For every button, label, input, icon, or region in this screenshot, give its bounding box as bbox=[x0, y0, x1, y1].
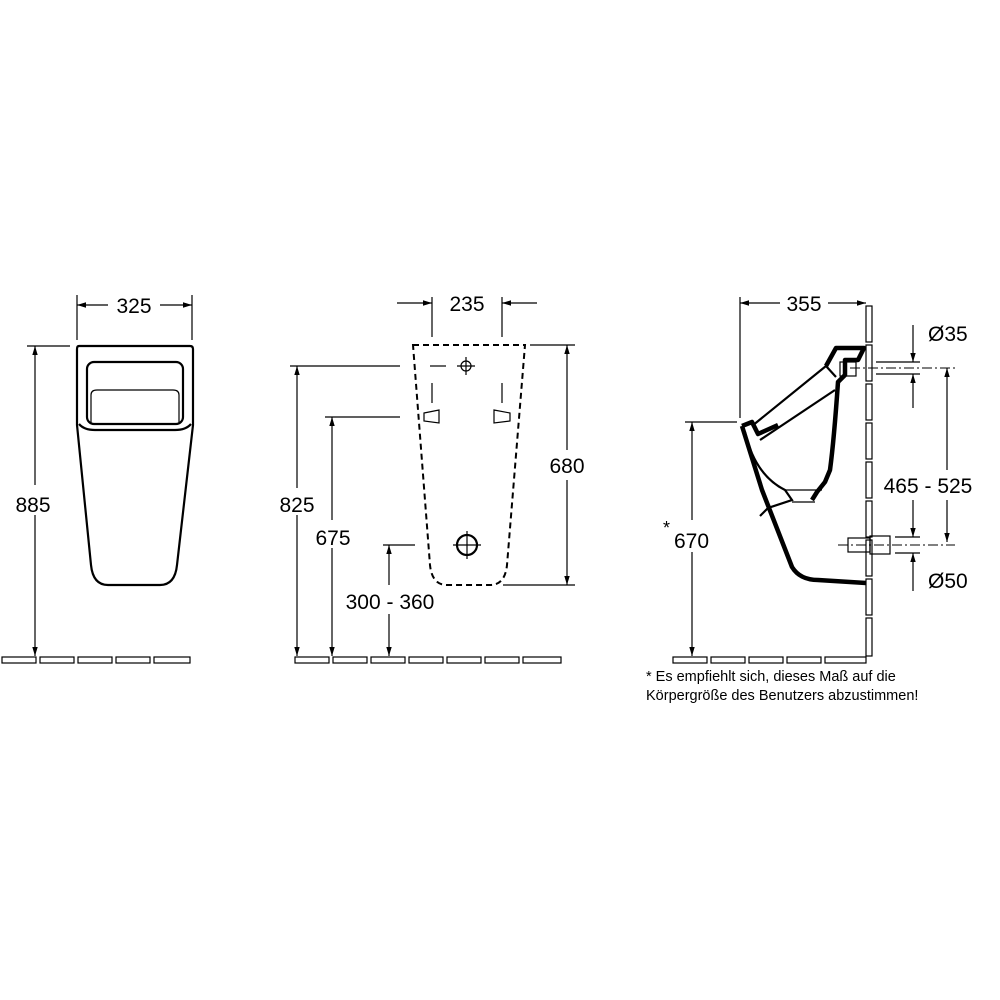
front-recess bbox=[85, 360, 185, 426]
wall-tiles bbox=[865, 305, 873, 657]
front-bowl-line bbox=[78, 423, 192, 432]
footnote-line-1: * Es empfiehlt sich, dieses Maß auf die bbox=[646, 669, 896, 685]
rear-outline-dashed bbox=[411, 344, 527, 586]
fixing-height-label: 675 bbox=[315, 527, 350, 550]
fixing-anchor-left-icon bbox=[423, 409, 440, 424]
front-shelf-line bbox=[90, 389, 180, 424]
inlet-height-label: 825 bbox=[279, 494, 314, 517]
front-width-label: 325 bbox=[116, 295, 151, 318]
rim-height-label: 670 bbox=[674, 530, 709, 553]
rear-height-label: 680 bbox=[549, 455, 584, 478]
fixing-anchor-right-icon bbox=[493, 409, 511, 424]
footnote-line-2: Körpergröße des Benutzers abzustimmen! bbox=[646, 688, 918, 704]
rear-view: 235 680 825 675 300 - 360 bbox=[279, 293, 585, 664]
outlet-diameter-label: Ø50 bbox=[928, 570, 968, 593]
depth-label: 355 bbox=[786, 293, 821, 316]
inlet-outlet-distance-label: 465 - 525 bbox=[884, 475, 973, 498]
rim-height-marker: * bbox=[663, 518, 670, 538]
floor-tiles-front bbox=[1, 656, 191, 664]
rear-width-label: 235 bbox=[449, 293, 484, 316]
floor-tiles-side bbox=[672, 656, 867, 664]
front-view: 325 885 bbox=[1, 295, 195, 664]
front-height-label: 885 bbox=[15, 494, 50, 517]
front-outline bbox=[75, 344, 195, 587]
floor-tiles-rear bbox=[294, 656, 562, 664]
urinal-section bbox=[739, 345, 867, 586]
outlet-height-label: 300 - 360 bbox=[346, 591, 435, 614]
side-view: 355 Ø35 465 - 525 Ø50 * 670 bbox=[663, 293, 973, 664]
inlet-diameter-label: Ø35 bbox=[928, 323, 968, 346]
